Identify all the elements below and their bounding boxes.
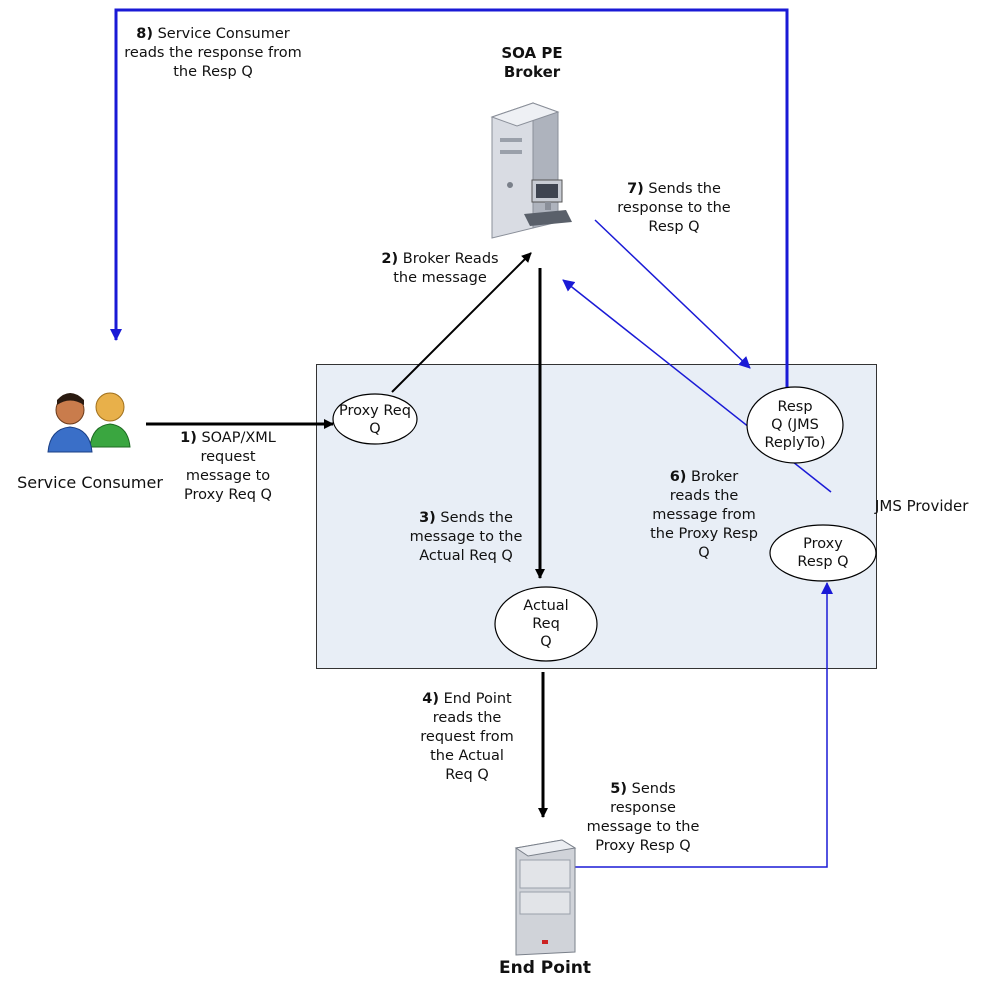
step-4-label: 4) End Point reads the request from the … bbox=[405, 690, 529, 785]
step-6-label: 6) Broker reads the message from the Pro… bbox=[634, 468, 774, 563]
queue-proxy-req-line-2: Q bbox=[369, 421, 381, 437]
consumer-label: Service Consumer bbox=[17, 473, 163, 492]
step-8-line-2: reads the response from bbox=[124, 45, 302, 61]
step-5-line-2: response bbox=[610, 800, 676, 816]
step-1-line-1: SOAP/XML bbox=[201, 430, 276, 446]
queue-proxy-req-text: Proxy Req Q bbox=[333, 402, 417, 438]
broker-title-line-1: SOA PE bbox=[501, 44, 563, 62]
step-4-line-1: End Point bbox=[443, 691, 512, 707]
endpoint-label: End Point bbox=[499, 958, 591, 978]
queue-resp-line-1: Resp bbox=[777, 399, 813, 415]
queue-actual-req-line-3: Q bbox=[540, 634, 552, 650]
step-4-line-5: Req Q bbox=[445, 767, 489, 783]
step-6-number: 6) bbox=[669, 469, 687, 485]
step-6-line-2: reads the bbox=[669, 488, 739, 504]
step-8-label: 8) Service Consumer reads the response f… bbox=[108, 25, 318, 82]
step-6-line-5: Q bbox=[698, 545, 710, 561]
arrow-step-7 bbox=[594, 219, 751, 369]
step-3-label: 3) Sends the message to the Actual Req Q bbox=[401, 509, 531, 566]
step-2-label: 2) Broker Reads the message bbox=[370, 250, 510, 288]
step-7-line-2: response to the bbox=[617, 200, 731, 216]
step-7-line-3: Resp Q bbox=[648, 219, 700, 235]
broker-title-line-2: Broker bbox=[503, 63, 561, 81]
step-5-label: 5) Sends response message to the Proxy R… bbox=[578, 780, 708, 856]
step-8-number: 8) bbox=[136, 26, 153, 42]
queue-resp-line-3: ReplyTo) bbox=[764, 435, 826, 451]
queue-proxy-req bbox=[332, 393, 418, 445]
step-4-number: 4) bbox=[422, 691, 439, 707]
step-8-line-3: the Resp Q bbox=[173, 64, 253, 80]
arrow-step-5 bbox=[575, 582, 833, 868]
queue-actual-req-line-1: Actual bbox=[523, 598, 569, 614]
step-7-number: 7) bbox=[627, 181, 644, 197]
step-6-line-1: Broker bbox=[691, 469, 739, 485]
server-computer-icon bbox=[490, 102, 572, 239]
step-2-line-1: Broker Reads bbox=[402, 251, 499, 267]
queue-proxy-req-line-1: Proxy Req bbox=[339, 403, 411, 419]
step-3-line-3: Actual Req Q bbox=[419, 548, 513, 564]
step-7-label: 7) Sends the response to the Resp Q bbox=[604, 180, 744, 237]
broker-title: SOA PE Broker bbox=[492, 44, 572, 82]
step-1-line-3: message to bbox=[185, 468, 271, 484]
step-2-number: 2) bbox=[381, 251, 399, 267]
step-4-line-4: the Actual bbox=[430, 748, 504, 764]
step-8-line-1: Service Consumer bbox=[157, 26, 290, 42]
step-1-label: 1) SOAP/XML request message to Proxy Req… bbox=[168, 429, 288, 505]
step-4-line-3: request from bbox=[420, 729, 514, 745]
server-tower-icon bbox=[514, 839, 577, 956]
step-1-line-2: request bbox=[200, 449, 256, 465]
queue-actual-req bbox=[494, 586, 598, 662]
queue-actual-req-line-2: Req bbox=[532, 616, 560, 632]
step-5-number: 5) bbox=[610, 781, 628, 797]
queue-proxy-resp-line-1: Proxy bbox=[803, 536, 843, 552]
step-6-line-4: the Proxy Resp bbox=[650, 526, 758, 542]
step-5-line-4: Proxy Resp Q bbox=[595, 838, 691, 854]
step-5-line-3: message to the bbox=[586, 819, 700, 835]
step-2-line-2: the message bbox=[393, 270, 487, 286]
queue-proxy-resp-text: Proxy Resp Q bbox=[770, 535, 876, 571]
queue-proxy-resp-line-2: Resp Q bbox=[797, 554, 849, 570]
step-4-line-2: reads the bbox=[432, 710, 502, 726]
queue-resp-line-2: Q (JMS bbox=[771, 417, 819, 433]
step-7-line-1: Sends the bbox=[648, 181, 721, 197]
arrow-step-8 bbox=[110, 8, 789, 388]
queue-resp-text: Resp Q (JMS ReplyTo) bbox=[747, 398, 843, 452]
queue-proxy-resp bbox=[769, 524, 877, 582]
step-6-line-3: message from bbox=[652, 507, 756, 523]
step-3-line-1: Sends the bbox=[440, 510, 513, 526]
arrow-step-2 bbox=[391, 252, 532, 393]
jms-provider-label: JMS Provider bbox=[875, 497, 969, 515]
step-1-number: 1) bbox=[180, 430, 197, 446]
queue-resp bbox=[746, 386, 844, 464]
step-5-line-1: Sends bbox=[631, 781, 676, 797]
step-3-number: 3) bbox=[419, 510, 436, 526]
queue-actual-req-text: Actual Req Q bbox=[495, 597, 597, 651]
step-3-line-2: message to the bbox=[409, 529, 523, 545]
step-1-line-4: Proxy Req Q bbox=[184, 487, 272, 503]
users-icon bbox=[47, 392, 131, 453]
